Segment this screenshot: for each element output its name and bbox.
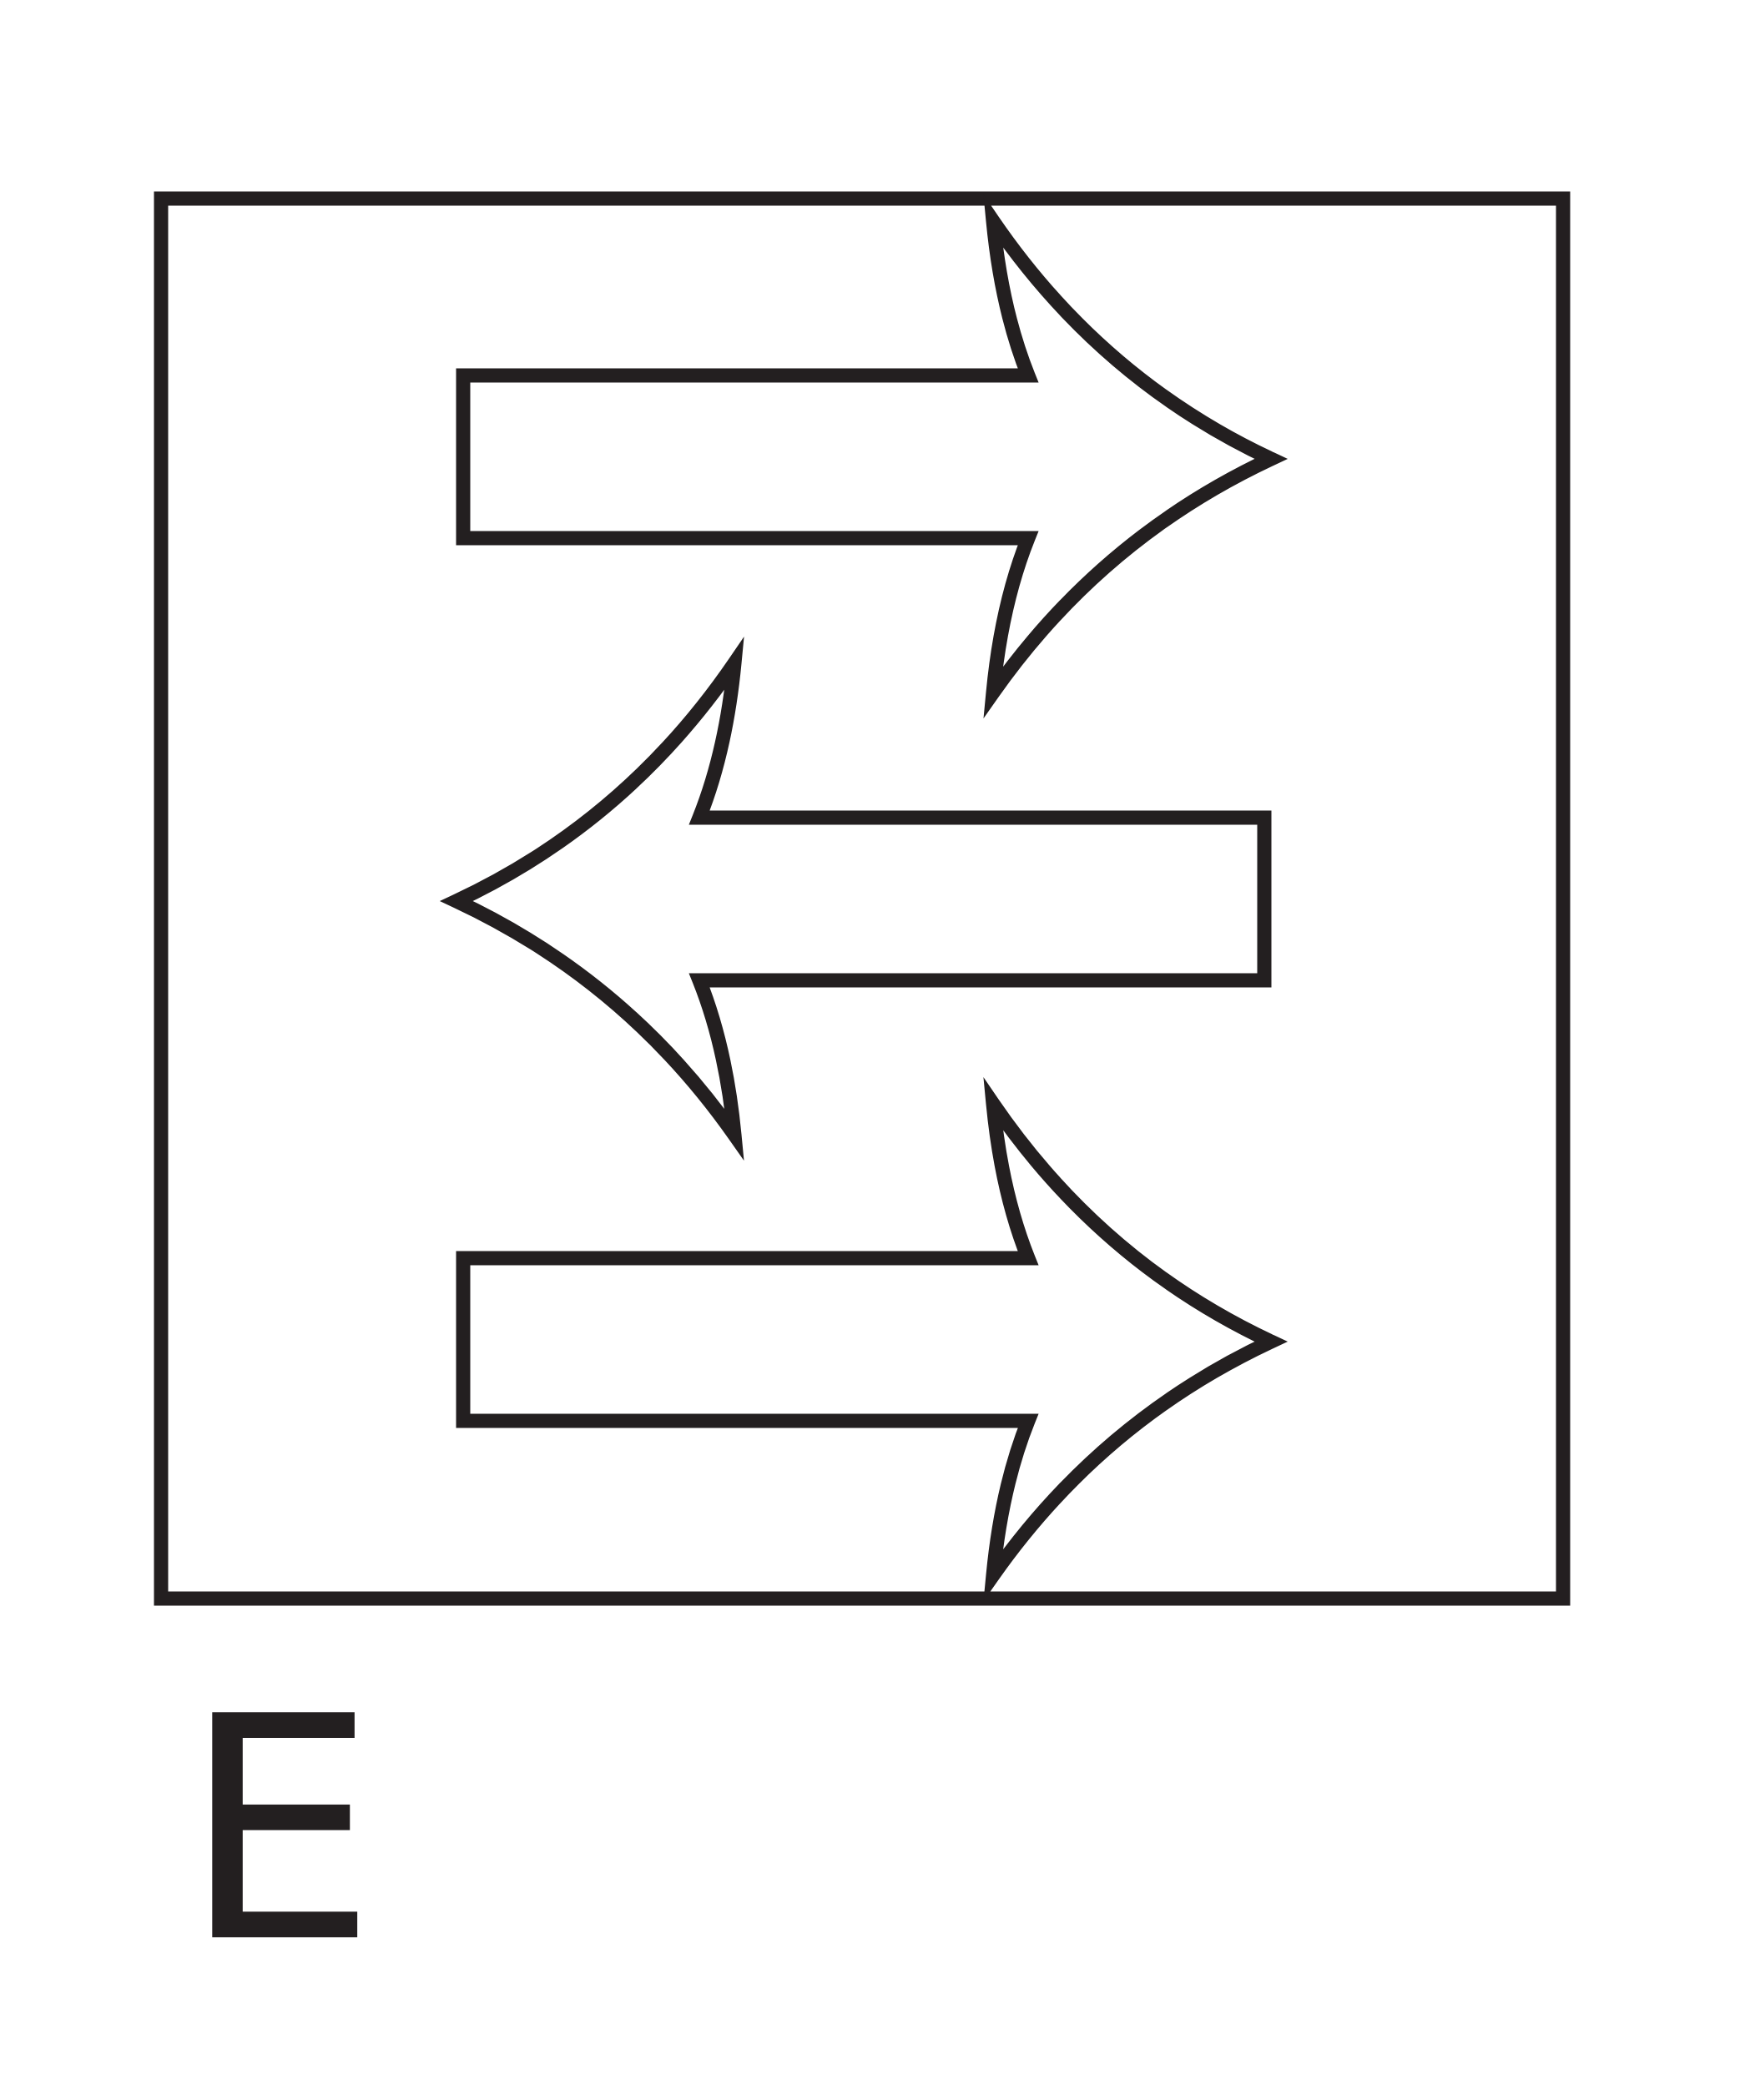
arrow-right-top	[456, 194, 1289, 719]
diagram-frame	[154, 191, 1571, 1606]
arrow-left-middle	[439, 637, 1272, 1161]
arrow-right-bottom	[456, 1077, 1289, 1602]
panel-label: E	[182, 1652, 377, 2011]
